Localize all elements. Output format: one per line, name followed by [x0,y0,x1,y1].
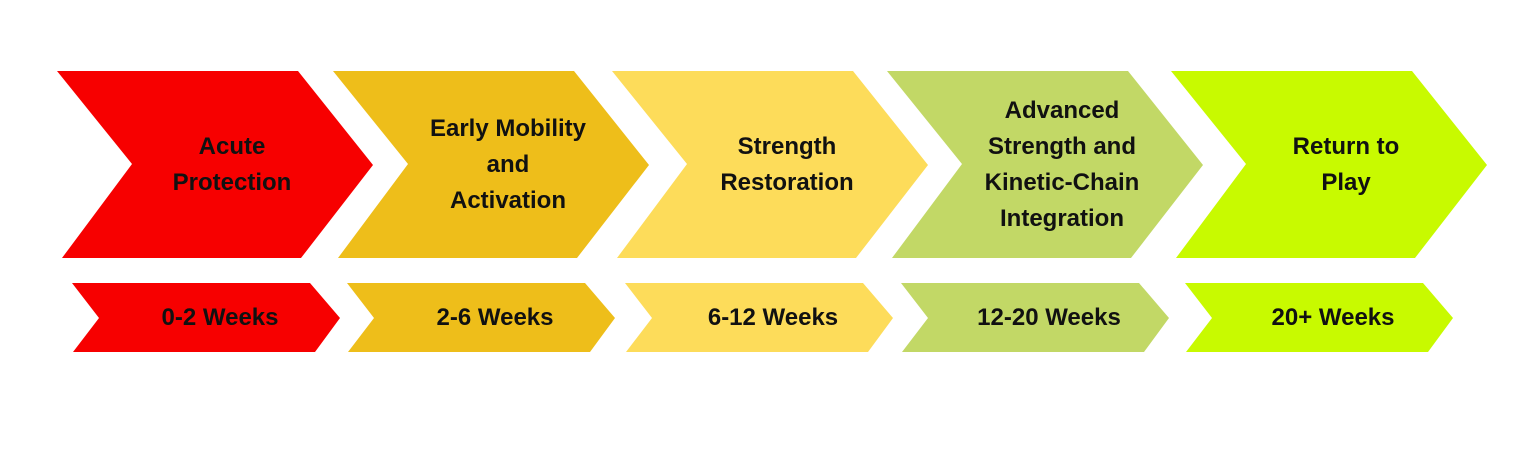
phase-chevron-3 [612,71,928,258]
phase-chevron-5 [1171,71,1487,258]
phase-title-3: Strength Restoration [720,132,854,196]
duration-chevron-2 [347,283,615,352]
phase-duration-3: 6-12 Weeks [707,303,839,331]
phase-duration-4: 12-20 Weeks [977,303,1121,331]
duration-chevron-5 [1185,283,1453,352]
phase-chevron-2 [333,71,649,258]
duration-chevron-3 [625,283,893,352]
phase-title-2: Early Mobility and Activation [429,114,587,214]
phase-title-1: Acute Protection [172,132,292,196]
duration-chevron-1 [72,283,340,352]
phase-title-5: Return to Play [1292,132,1400,196]
phase-chevron-1 [57,71,373,258]
phase-chevron-4 [887,71,1203,258]
phase-duration-1: 0-2 Weeks [161,303,279,331]
phase-duration-5: 20+ Weeks [1271,303,1395,331]
duration-chevron-4 [901,283,1169,352]
phase-title-4: Advanced Strength and Kinetic-Chain Inte… [984,96,1140,232]
phase-duration-2: 2-6 Weeks [436,303,554,331]
